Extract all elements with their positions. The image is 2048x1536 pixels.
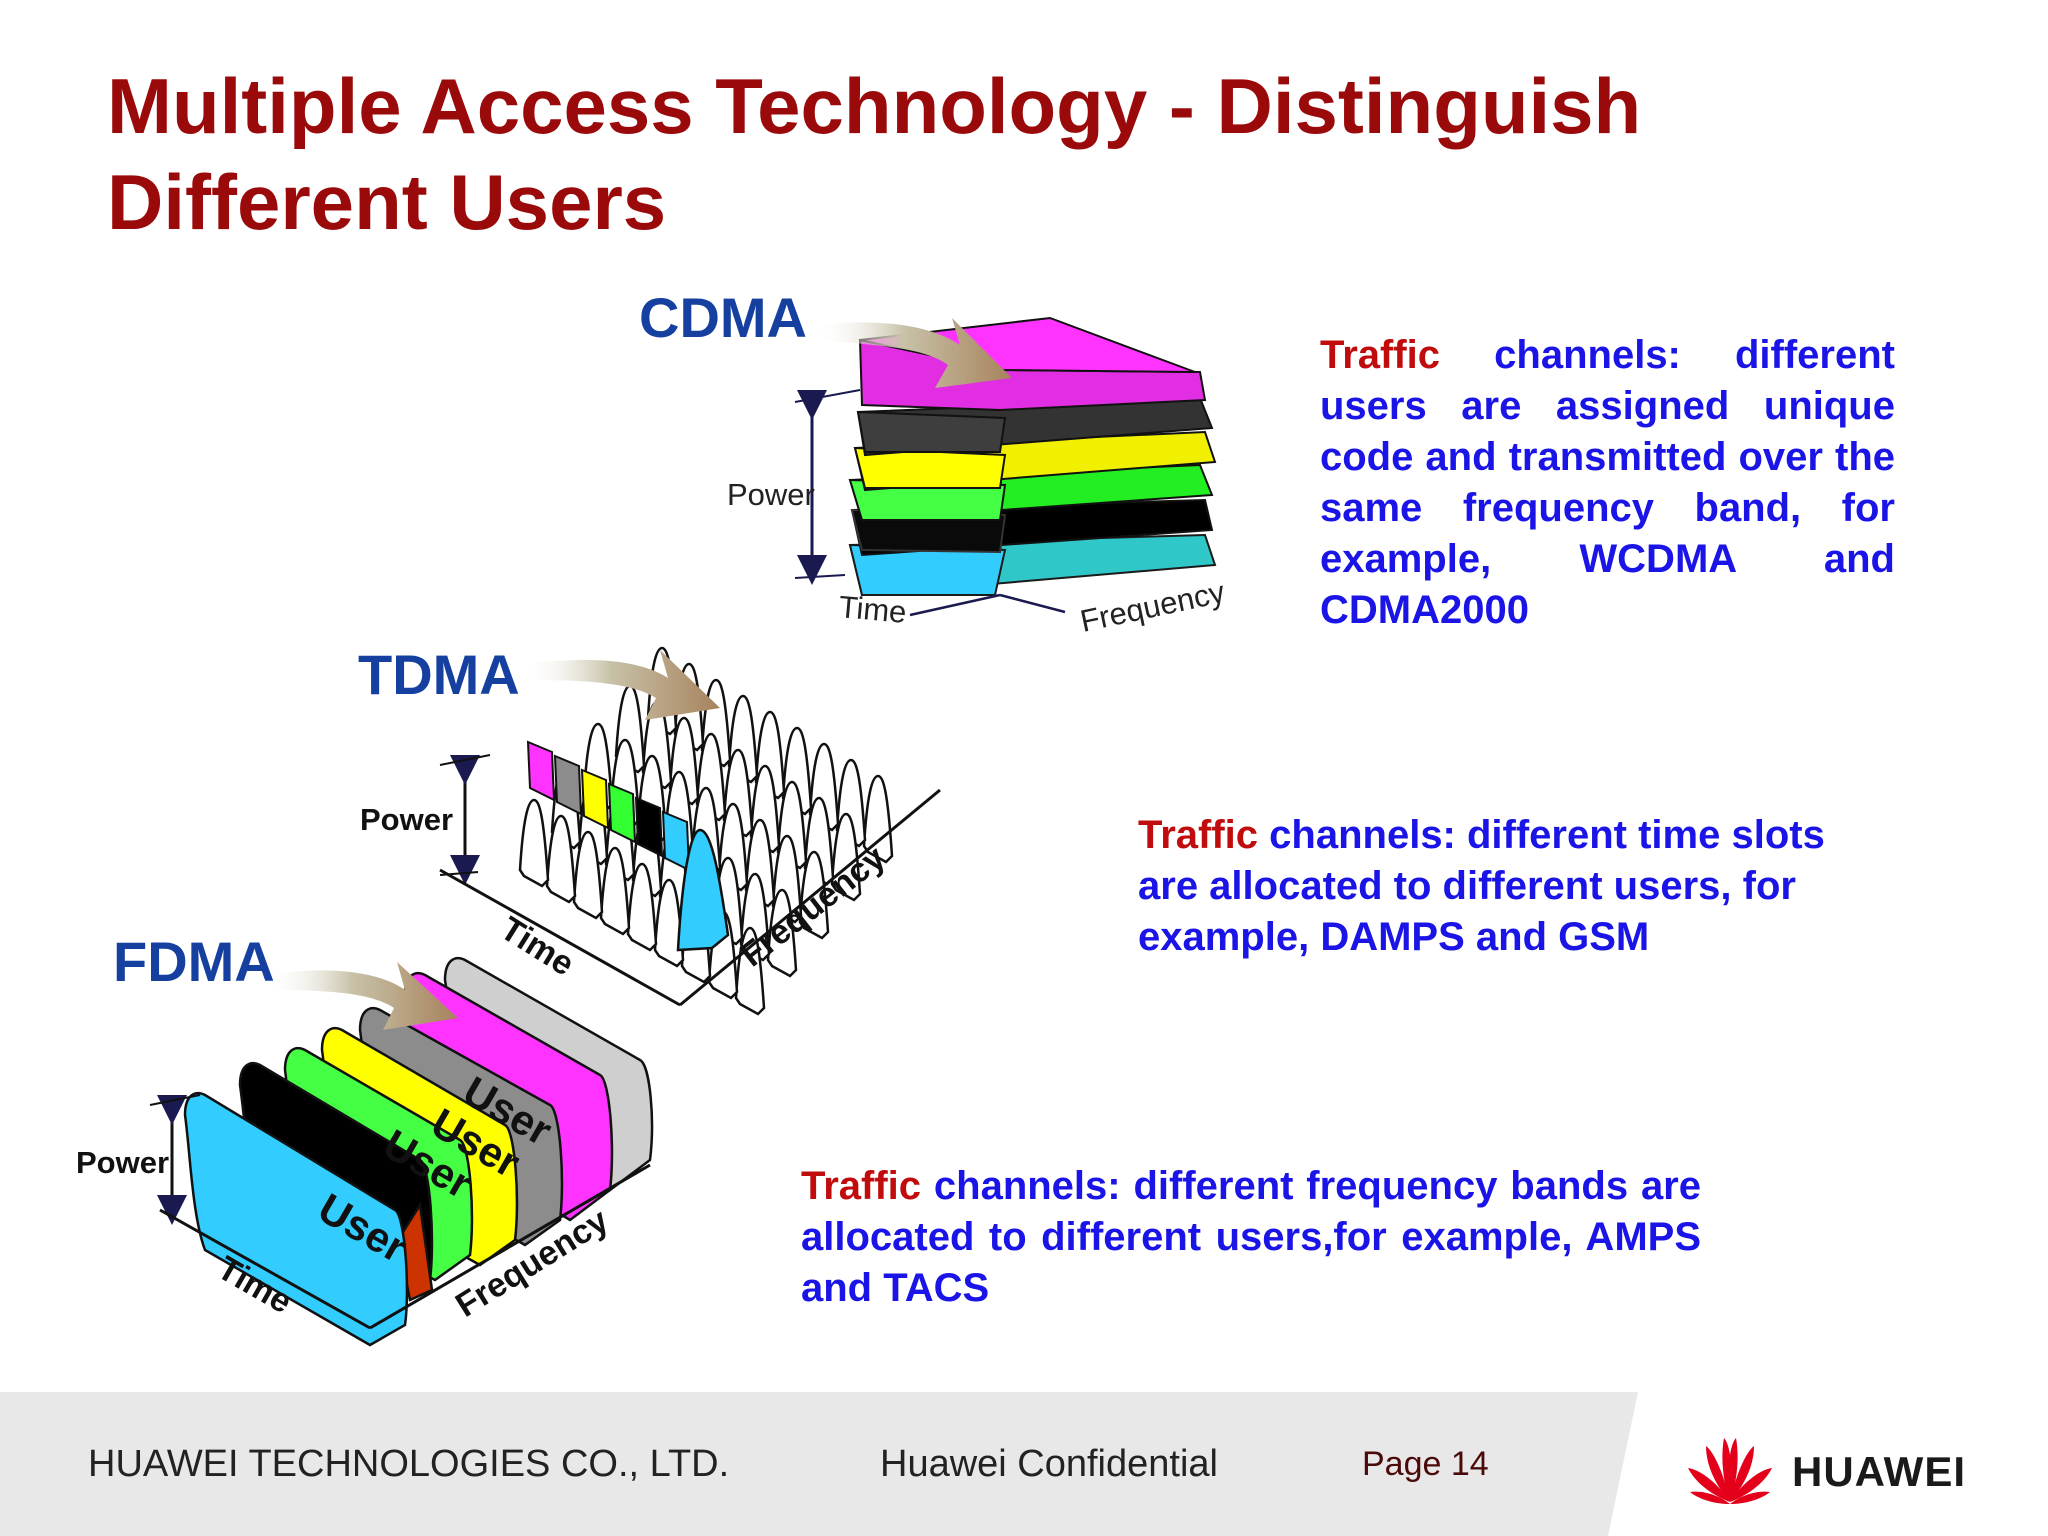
- tdma-pointer-arrow: [520, 650, 720, 720]
- fdma-description: Traffic channels: different frequency ba…: [801, 1161, 1701, 1314]
- fdma-label: FDMA: [113, 930, 275, 993]
- cdma-frequency-label: Frequency: [1077, 574, 1228, 639]
- tdma-time-slot: [572, 830, 604, 920]
- tdma-time-slot: [518, 798, 550, 888]
- tdma-wave-rows: [518, 646, 894, 1016]
- huawei-brand-wordmark: HUAWEI: [1792, 1448, 1966, 1495]
- footer-company: HUAWEI TECHNOLOGIES CO., LTD.: [88, 1443, 730, 1485]
- cdma-power-label: Power: [727, 477, 815, 512]
- fdma-description-text: channels: different frequency bands are …: [801, 1164, 1701, 1310]
- tdma-power-label: Power: [360, 802, 453, 837]
- fdma-band-cyan: [183, 1091, 409, 1347]
- tdma-user-slot: [526, 740, 556, 802]
- tdma-time-slot: [626, 862, 658, 952]
- slide-title: Multiple Access Technology - Distinguish…: [107, 62, 1642, 246]
- huawei-logo-icon: [1688, 1438, 1772, 1504]
- fdma-power-label: Power: [76, 1145, 169, 1180]
- fdma-diagram: [149, 956, 654, 1347]
- tdma-user-slot: [580, 768, 610, 830]
- tdma-description-highlight: Traffic: [1138, 813, 1259, 857]
- footer-bar: HUAWEI TECHNOLOGIES CO., LTD. Huawei Con…: [0, 1392, 2048, 1536]
- tdma-time-slot: [599, 846, 631, 936]
- tdma-user-slot: [607, 782, 637, 844]
- tdma-time-slot: [545, 814, 577, 904]
- cdma-time-label: Time: [837, 589, 908, 630]
- tdma-description-text: channels: different time slots are alloc…: [1138, 813, 1825, 959]
- footer-page-number: Page 14: [1362, 1445, 1489, 1483]
- tdma-time-slot: [766, 888, 798, 978]
- cdma-description-highlight: Traffic: [1320, 333, 1441, 377]
- fdma-description-highlight: Traffic: [801, 1164, 922, 1208]
- cdma-layer-darkgray: [856, 396, 1214, 457]
- tdma-label: TDMA: [358, 643, 520, 706]
- cdma-diagram: Power Time Frequency: [727, 316, 1228, 639]
- tdma-description: Traffic channels: different time slots a…: [1138, 810, 1888, 963]
- tdma-time-slot: [830, 812, 862, 902]
- cdma-description: Traffic channels: different users are as…: [1320, 330, 1895, 636]
- cdma-pointer-arrow: [815, 318, 1012, 388]
- tdma-user-slot: [634, 796, 664, 858]
- cdma-label: CDMA: [639, 286, 807, 349]
- cdma-description-text: channels: different users are assigned u…: [1320, 333, 1895, 632]
- tdma-time-slot: [653, 878, 685, 968]
- tdma-user-slot: [553, 754, 583, 816]
- footer-brand-panel: [1608, 1392, 2048, 1536]
- tdma-time-label: Time: [494, 910, 581, 984]
- footer-confidential: Huawei Confidential: [880, 1443, 1218, 1485]
- tdma-highlighted-slot: [676, 828, 730, 952]
- tdma-time-slot: [862, 774, 894, 864]
- fdma-pointer-arrow: [265, 962, 458, 1030]
